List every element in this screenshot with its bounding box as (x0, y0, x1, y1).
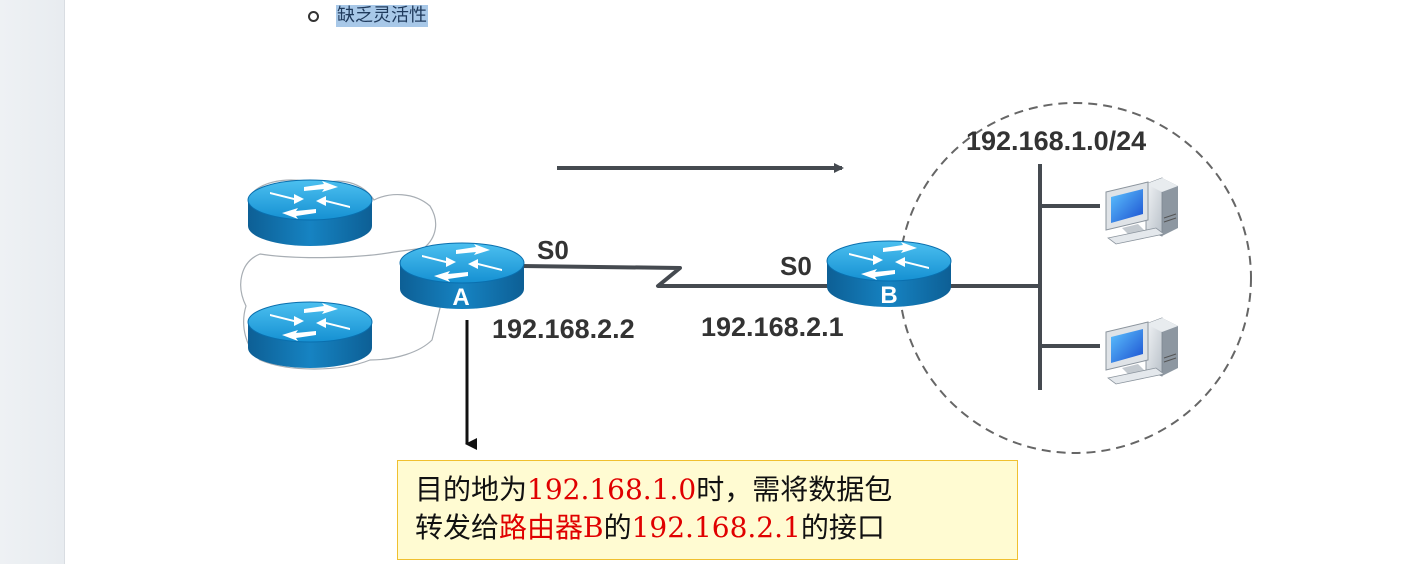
note-highlight-text: 192.168.1.0 (527, 473, 697, 506)
left-gutter (0, 0, 65, 564)
note-text: 目的地为 (415, 473, 528, 506)
router-b-ip-label: 192.168.2.1 (701, 312, 844, 342)
router-a-interface-label: S0 (537, 235, 569, 265)
router-cloud (240, 179, 443, 370)
routing-note: 目的地为192.168.1.0时，需将数据包 转发给路由器B的192.168.2… (397, 460, 1018, 560)
bullet-text[interactable]: 缺乏灵活性 (336, 5, 428, 27)
routing-note-line-1: 目的地为192.168.1.0时，需将数据包 (415, 471, 1017, 509)
lan-links (948, 164, 1100, 390)
note-highlight-text: 192.168.2.1 (631, 511, 801, 544)
bullet-marker (308, 10, 319, 22)
network-boundary (898, 102, 1252, 454)
router-icon (247, 179, 373, 247)
computer-icon (1105, 317, 1179, 385)
note-text: 的 (603, 511, 632, 544)
note-text: 时，需将数据包 (696, 473, 893, 506)
router-icon (247, 301, 373, 369)
router-a-label: A (452, 284, 469, 311)
computer-icon (1105, 177, 1179, 245)
network-address-label: 192.168.1.0/24 (966, 126, 1146, 156)
routing-note-line-2: 转发给路由器B的192.168.2.1的接口 (415, 509, 1017, 547)
note-text: 转发给 (415, 511, 500, 544)
note-highlight-text: 路由器B (499, 511, 604, 544)
bullet-list-item: 缺乏灵活性 (308, 2, 428, 30)
serial-link (521, 264, 828, 288)
router-b-label: B (880, 282, 897, 309)
note-text: 的接口 (800, 511, 885, 544)
router-a-ip-label: 192.168.2.2 (492, 314, 635, 344)
router-b-interface-label: S0 (780, 251, 812, 281)
